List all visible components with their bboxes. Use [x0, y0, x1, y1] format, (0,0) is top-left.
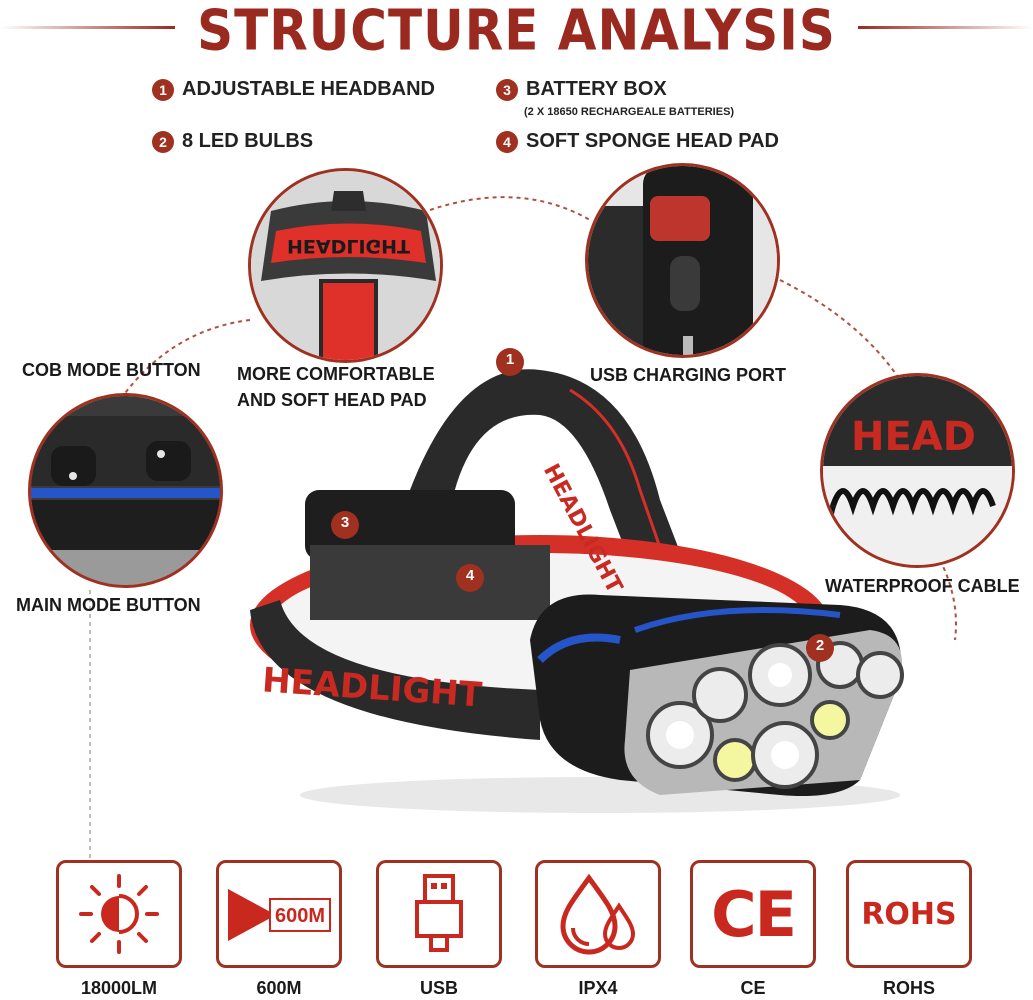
range-icon: [228, 889, 331, 941]
legend-item-battery-box: 3 BATTERY BOX: [496, 78, 667, 101]
title-line-left: [0, 26, 175, 29]
feature-label-range: 600M: [256, 978, 302, 998]
zoom-circle-mode-buttons: [28, 393, 223, 588]
legend-item-headband: 1 ADJUSTABLE HEADBAND: [152, 78, 435, 101]
main-mode-button-label: MAIN MODE BUTTON: [16, 595, 201, 615]
battery-note: (2 X 18650 RECHARGEALE BATTERIES): [524, 106, 735, 118]
feature-label-waterproof: IPX4: [578, 978, 618, 998]
dashed-connectors: [89, 196, 957, 860]
marker-1: 1: [505, 351, 515, 368]
legend-item-led-bulbs: 2 8 LED BULBS: [152, 130, 313, 153]
legend-number-badge: 3: [496, 78, 518, 101]
head-pad-label-line2: AND SOFT HEAD PAD: [237, 390, 427, 410]
legend-number-badge: 2: [152, 130, 174, 153]
waterproof-cable-label: WATERPROOF CABLE: [825, 576, 1020, 596]
usb-port-label: USB CHARGING PORT: [590, 365, 787, 385]
sun-icon: [79, 874, 159, 954]
zoom-circle-head-pad: HEADLIGHT: [248, 168, 443, 363]
feature-label-rohs: ROHS: [882, 978, 935, 998]
pad-strap-text: HEADLIGHT: [287, 235, 410, 257]
ce-mark-icon: CE: [711, 877, 797, 951]
marker-4: 4: [465, 567, 475, 584]
range-icon-text: 600M: [275, 905, 326, 927]
marker-2: 2: [815, 637, 825, 654]
usb-icon: [415, 874, 463, 952]
legend-number-badge: 4: [496, 130, 518, 153]
cob-mode-button-label: COB MODE BUTTON: [22, 360, 201, 380]
feature-box-rohs: ROHS: [846, 860, 972, 968]
feature-box-waterproof: [535, 860, 661, 968]
headlamp-product-image: [250, 348, 904, 813]
feature-label-usb: USB: [419, 978, 458, 998]
marker-3: 3: [340, 514, 350, 531]
feature-label-ce: CE: [740, 978, 766, 998]
head-pad-label-line1: MORE COMFORTABLE: [237, 364, 435, 384]
title-line-right: [858, 26, 1033, 29]
legend-text: 8 LED BULBS: [182, 130, 314, 152]
page-title: STRUCTURE ANALYSIS: [197, 0, 836, 63]
feature-label-lumens: 18000LM: [80, 978, 158, 998]
legend-text: SOFT SPONGE HEAD PAD: [526, 130, 779, 152]
feature-box-usb: [376, 860, 502, 968]
feature-box-lumens: [56, 860, 182, 968]
legend-number-badge: 1: [152, 78, 174, 101]
feature-box-range: 600M: [216, 860, 342, 968]
feature-box-ce: CE: [690, 860, 816, 968]
feature-row: 18000LM 600M 600M USB IPX4 CE CE: [0, 860, 1033, 1000]
legend-text: ADJUSTABLE HEADBAND: [182, 78, 435, 100]
zoom-circle-usb-port: [585, 163, 780, 358]
legend-text: BATTERY BOX: [526, 78, 667, 100]
cable-strap-text: HEAD: [851, 414, 976, 460]
water-drops-icon: [560, 873, 636, 955]
legend-item-head-pad: 4 SOFT SPONGE HEAD PAD: [496, 130, 779, 153]
rohs-icon: ROHS: [861, 896, 957, 932]
